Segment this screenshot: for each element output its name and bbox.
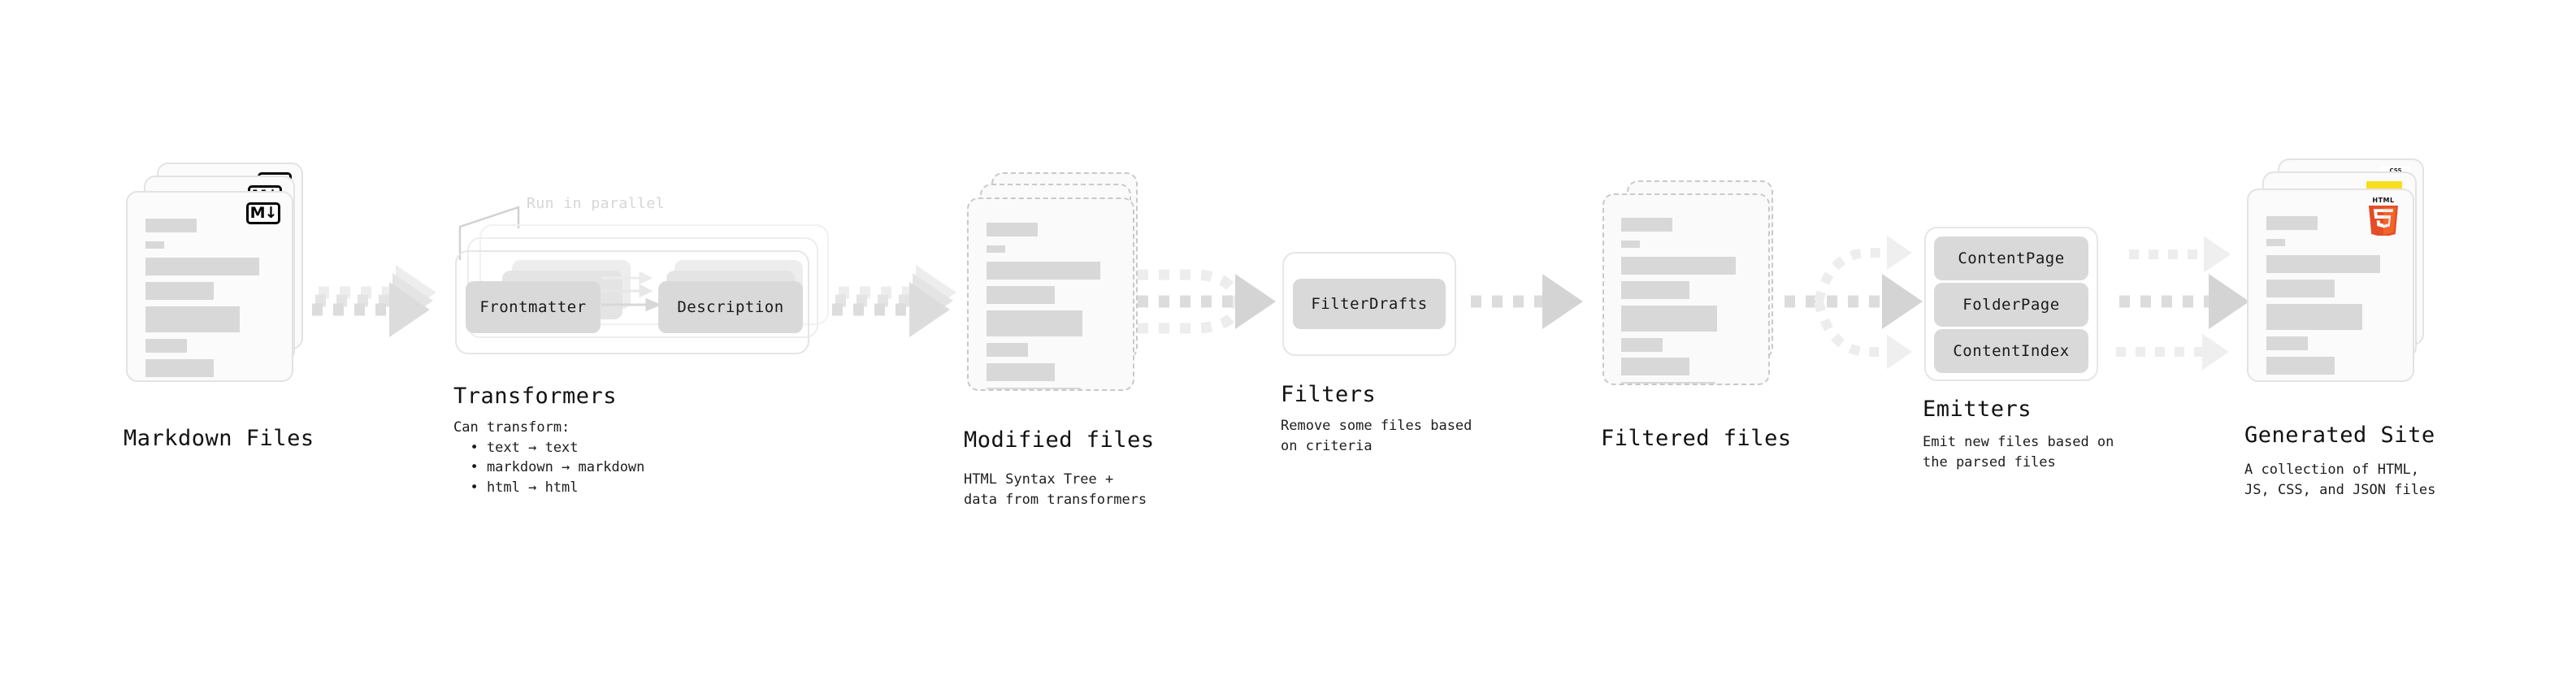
html5-icon-wordmark: HTML — [2372, 197, 2394, 204]
markdown-card-front: M↓ — [126, 191, 293, 382]
emitter-chip-folderpage[interactable]: FolderPage — [1934, 283, 2088, 327]
connector-transformers-to-modified — [832, 265, 956, 337]
stage-title-filters: Filters — [1281, 382, 1377, 407]
site-card-front-html: HTML — [2247, 189, 2414, 382]
stage-title-markdown-files: Markdown Files — [124, 426, 314, 451]
emitter-chip-contentindex[interactable]: ContentIndex — [1934, 329, 2088, 373]
transformers-group-front — [455, 250, 809, 354]
stage-subtitle-emitters: Emit new files based on the parsed files — [1923, 434, 2114, 471]
stage-title-generated-site: Generated Site — [2244, 423, 2435, 448]
markdown-icon: M↓ — [246, 202, 280, 224]
connector-filtered-to-emitters — [1785, 235, 1923, 370]
stage-subtitle-generated-site: A collection of HTML, JS, CSS, and JSON … — [2244, 462, 2436, 498]
transformer-chip-description[interactable]: Description — [658, 281, 803, 333]
stage-title-modified-files: Modified files — [964, 427, 1155, 453]
stage-subtitle-modified-files: HTML Syntax Tree + data from transformer… — [964, 471, 1147, 508]
connector-markdown-to-transformers — [312, 265, 436, 337]
transformers-group-back — [479, 224, 829, 325]
stage-subtitle-transformers: Can transform: • text → text • markdown … — [453, 419, 645, 496]
transformer-chip-frontmatter[interactable]: Frontmatter — [466, 281, 601, 333]
emitters-group-box — [1924, 227, 2098, 381]
filtered-card-front — [1602, 193, 1770, 385]
connector-emitters-to-site — [2116, 236, 2249, 371]
connector-modified-to-filters — [1138, 269, 1276, 334]
filters-group-box — [1282, 252, 1456, 356]
svg-text:CSS: CSS — [2389, 167, 2401, 174]
html5-icon: HTML — [2369, 197, 2398, 236]
stage-title-emitters: Emitters — [1923, 397, 2032, 422]
run-in-parallel-label: Run in parallel — [527, 195, 666, 212]
filter-chip-filterdrafts[interactable]: FilterDrafts — [1293, 279, 1446, 329]
emitter-chip-contentpage[interactable]: ContentPage — [1934, 236, 2088, 280]
connector-filters-to-filtered — [1471, 274, 1583, 329]
stage-subtitle-filters: Remove some files based on criteria — [1281, 418, 1472, 454]
stage-title-filtered-files: Filtered files — [1601, 426, 1792, 451]
modified-card-front — [967, 197, 1134, 391]
transformer-inner-arrows — [601, 271, 661, 312]
stage-title-transformers: Transformers — [453, 384, 618, 409]
